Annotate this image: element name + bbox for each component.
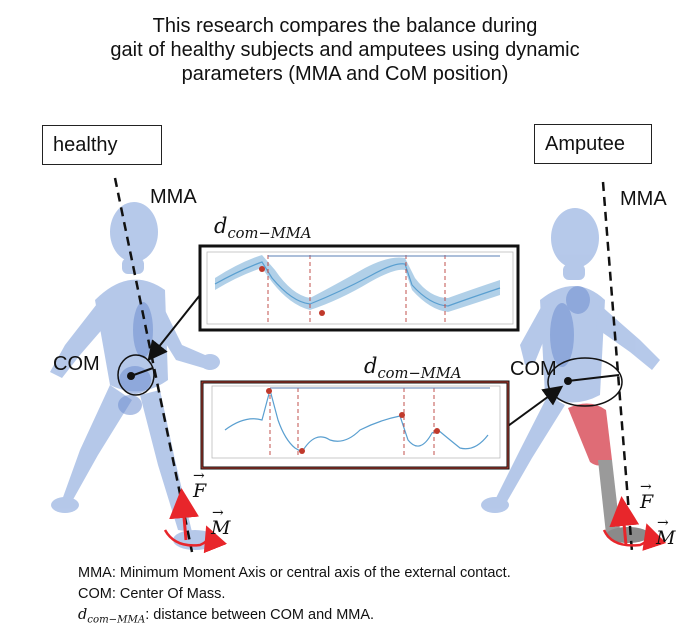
title-line-3: parameters (MMA and CoM position) — [181, 63, 509, 85]
prosthetic-foot — [606, 527, 650, 543]
amputee-moment-label: → M — [656, 515, 676, 549]
healthy-distance-plot — [198, 244, 520, 332]
prosthetic-pylon — [598, 460, 620, 534]
prosthetic-socket — [568, 403, 612, 466]
callout-arrow-amputee — [507, 385, 564, 427]
healthy-distance-sub: com−MMA — [227, 225, 312, 243]
legend-mma: MMA: Minimum Moment Axis or central axis… — [78, 565, 511, 581]
healthy-com-ellipse — [117, 354, 155, 396]
healthy-distance-label: dcom−MMA — [214, 214, 311, 242]
amputee-com-ellipse — [547, 357, 623, 407]
legend-distance-d: d — [78, 607, 88, 623]
amputee-mannequin — [481, 208, 660, 513]
amputee-force-symbol: F — [640, 491, 654, 513]
healthy-force-symbol: F — [193, 480, 207, 502]
healthy-mma-label: MMA — [150, 186, 197, 208]
healthy-moment-label: → M — [211, 505, 231, 539]
healthy-com-distance — [130, 367, 154, 377]
amputee-distance-sub: com−MMA — [377, 365, 462, 383]
diagram-title: This research compares the balance durin… — [60, 14, 630, 86]
healthy-label: healthy — [53, 134, 118, 156]
healthy-moment-symbol: M — [211, 517, 231, 539]
callout-arrow-healthy — [147, 294, 201, 362]
amputee-distance-plot — [200, 380, 510, 470]
healthy-force-moment — [163, 488, 228, 554]
healthy-mannequin-joints — [118, 302, 153, 415]
healthy-com-label: COM — [53, 353, 100, 375]
amputee-label-box: Amputee — [534, 124, 652, 164]
title-line-1: This research compares the balance durin… — [152, 15, 538, 37]
amputee-moment-symbol: M — [656, 527, 676, 549]
healthy-force-label: → F — [193, 468, 207, 502]
legend-distance-sub: com−MMA — [87, 614, 146, 626]
legend-distance: dcom−MMA: distance between COM and MMA. — [78, 605, 511, 631]
amputee-distance-d: d — [364, 354, 378, 378]
amputee-label: Amputee — [545, 133, 626, 155]
title-line-2: gait of healthy subjects and amputees us… — [110, 39, 580, 61]
healthy-label-box: healthy — [42, 125, 162, 165]
amputee-com-label: COM — [510, 358, 557, 380]
legend: MMA: Minimum Moment Axis or central axis… — [78, 563, 511, 631]
amputee-mma-label: MMA — [620, 188, 667, 210]
legend-com: COM: Center Of Mass. — [78, 586, 226, 602]
amputee-force-moment — [602, 496, 667, 551]
healthy-distance-d: d — [214, 214, 228, 238]
amputee-distance-label: dcom−MMA — [364, 354, 461, 382]
amputee-mannequin-joints — [550, 286, 590, 367]
amputee-force-label: → F — [640, 479, 654, 513]
amputee-com-distance — [567, 374, 620, 382]
amputee-mma-line — [601, 181, 634, 553]
legend-distance-text: : distance between COM and MMA. — [145, 607, 375, 623]
